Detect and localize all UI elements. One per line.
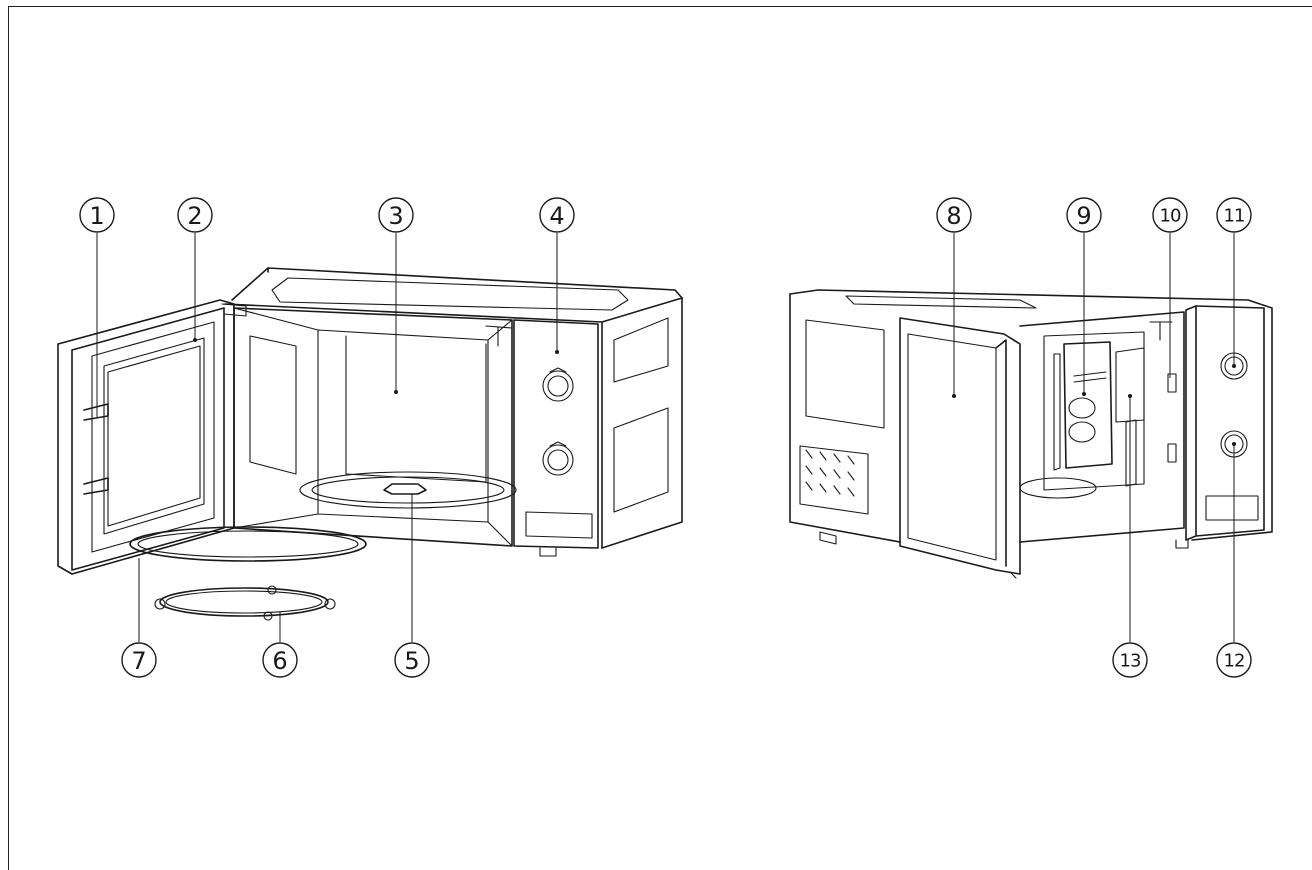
callout-6-label: 6 [272, 647, 287, 675]
callout-11: 11 [1216, 197, 1252, 233]
callout-1: 1 [79, 197, 115, 233]
leader-lines [96, 233, 1236, 642]
callout-13: 13 [1112, 642, 1148, 678]
right-microwave [789, 289, 1273, 579]
page-frame [8, 6, 1312, 870]
callout-10-label: 10 [1160, 206, 1181, 227]
callout-4-label: 4 [549, 202, 564, 230]
callout-6: 6 [262, 642, 298, 678]
callout-10: 10 [1152, 197, 1188, 233]
callout-3: 3 [378, 197, 414, 233]
left-microwave [57, 267, 683, 621]
callout-2: 2 [177, 197, 213, 233]
callout-1-label: 1 [89, 202, 104, 230]
callout-13-label: 13 [1120, 651, 1141, 672]
callout-7-label: 7 [131, 647, 146, 675]
callout-12: 12 [1216, 642, 1252, 678]
callout-4: 4 [539, 197, 575, 233]
callout-5-label: 5 [404, 647, 419, 675]
callout-8-label: 8 [946, 202, 961, 230]
callout-12-label: 12 [1224, 651, 1245, 672]
callout-11-label: 11 [1224, 206, 1245, 227]
callout-2-label: 2 [187, 202, 202, 230]
callout-9: 9 [1066, 197, 1102, 233]
callout-9-label: 9 [1076, 202, 1091, 230]
callout-3-label: 3 [388, 202, 403, 230]
callout-8: 8 [936, 197, 972, 233]
callout-5: 5 [394, 642, 430, 678]
callout-7: 7 [121, 642, 157, 678]
